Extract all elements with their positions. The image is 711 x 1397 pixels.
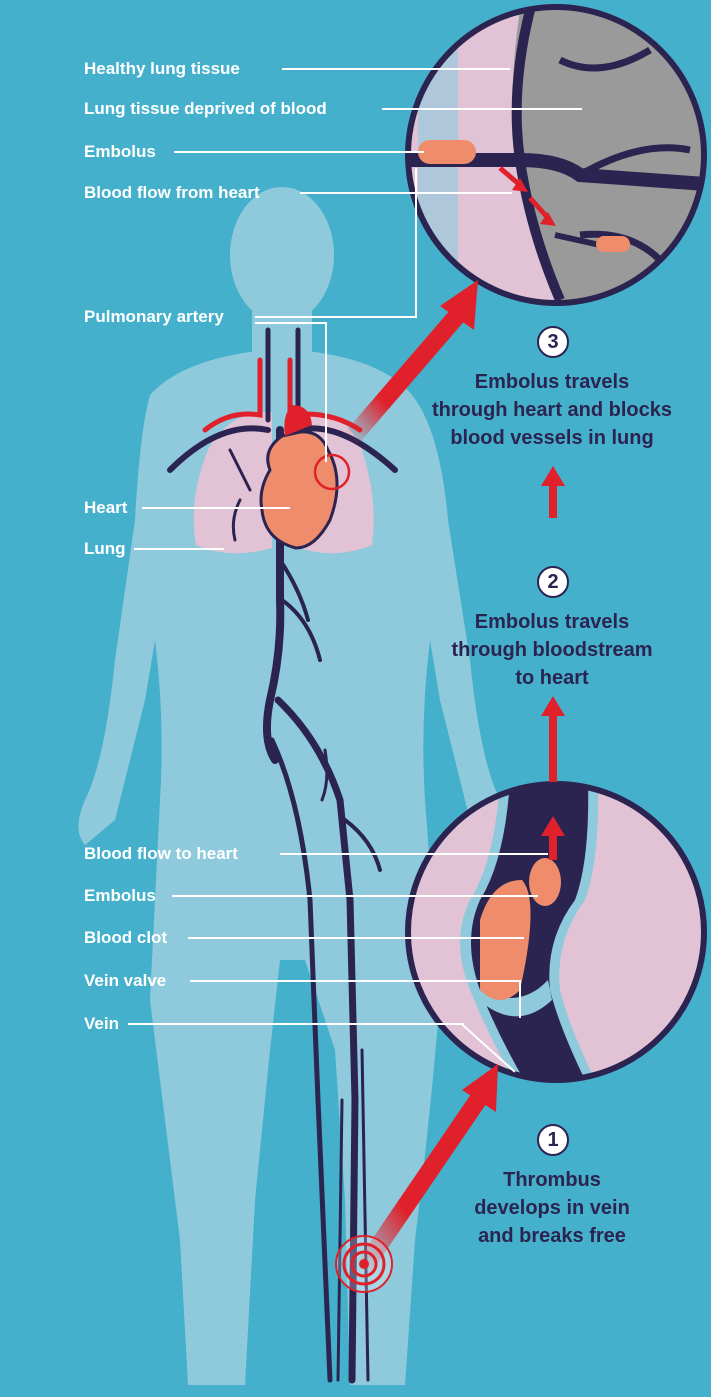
leader-embolus-bottom [172, 895, 538, 897]
step-2-line-2: through bloodstream [402, 636, 702, 664]
step-1-line-3: and breaks free [402, 1222, 702, 1250]
step-3-line-1: Embolus travels [402, 368, 702, 396]
step-3-text: Embolus travels through heart and blocks… [402, 368, 702, 452]
leader-healthy-lung [282, 68, 510, 70]
label-blood-clot: Blood clot [84, 928, 167, 948]
step-2-line-3: to heart [402, 664, 702, 692]
leader-pulmonary-v2 [325, 322, 327, 462]
step-3-line-2: through heart and blocks [402, 396, 702, 424]
step-1-line-1: Thrombus [402, 1166, 702, 1194]
step-3-number: 3 [537, 326, 569, 358]
step-2-number: 2 [537, 566, 569, 598]
step-3-line-3: blood vessels in lung [402, 424, 702, 452]
concentric-target-icon [336, 1236, 392, 1292]
leader-blood-flow-to [280, 853, 548, 855]
label-vein-valve: Vein valve [84, 971, 166, 991]
step-2-line-1: Embolus travels [402, 608, 702, 636]
leader-pulmonary-v [415, 168, 417, 318]
label-blood-flow-to-heart: Blood flow to heart [84, 844, 238, 864]
label-embolus-top: Embolus [84, 142, 156, 162]
leader-embolus-top [174, 151, 424, 153]
leader-pulmonary-h2 [255, 322, 327, 324]
leader-vein-h [128, 1023, 464, 1025]
leader-lung [134, 548, 224, 550]
leader-pulmonary-h [255, 316, 417, 318]
label-lung-tissue-deprived: Lung tissue deprived of blood [84, 99, 327, 119]
step-1-number: 1 [537, 1124, 569, 1156]
label-pulmonary-artery: Pulmonary artery [84, 307, 224, 327]
label-vein: Vein [84, 1014, 119, 1034]
leader-vein-valve-h [190, 980, 520, 982]
leader-blood-flow-from [300, 192, 512, 194]
leader-deprived [382, 108, 582, 110]
label-embolus-bottom: Embolus [84, 886, 156, 906]
label-healthy-lung-tissue: Healthy lung tissue [84, 59, 240, 79]
label-lung: Lung [84, 539, 126, 559]
leader-vein-valve-v [519, 980, 521, 1018]
label-heart: Heart [84, 498, 127, 518]
step-1-text: Thrombus develops in vein and breaks fre… [402, 1166, 702, 1250]
leader-heart [142, 507, 290, 509]
step-1-line-2: develops in vein [402, 1194, 702, 1222]
leader-blood-clot [188, 937, 524, 939]
step-2-text: Embolus travels through bloodstream to h… [402, 608, 702, 692]
label-blood-flow-from-heart: Blood flow from heart [84, 183, 260, 203]
